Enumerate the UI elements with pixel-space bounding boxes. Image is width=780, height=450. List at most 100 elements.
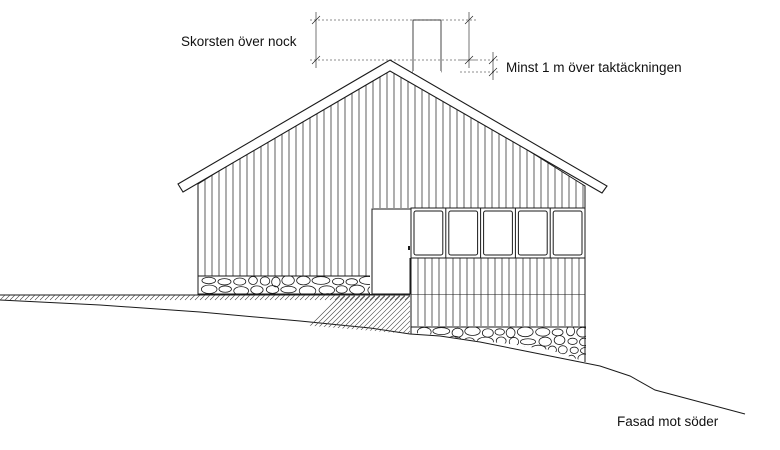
stone <box>535 327 551 337</box>
stone <box>271 276 281 288</box>
stone <box>259 276 271 286</box>
hatch-line <box>334 295 344 301</box>
hatch-line <box>389 295 399 301</box>
stone <box>450 355 468 362</box>
stone <box>220 296 233 303</box>
hatch-line <box>344 295 354 301</box>
stone <box>516 327 534 338</box>
stone <box>505 327 516 339</box>
hatch-line <box>399 295 409 301</box>
stone <box>566 327 575 337</box>
stone <box>520 338 536 346</box>
hatch-line <box>299 295 341 334</box>
hatch-line <box>214 295 224 301</box>
stone <box>591 338 603 345</box>
hatch-line <box>359 295 401 334</box>
hatch-line <box>359 295 369 301</box>
stone <box>298 285 317 294</box>
stone <box>349 284 365 294</box>
stone <box>233 286 249 294</box>
stone <box>451 327 464 338</box>
hatch-line <box>324 295 366 334</box>
hatch-line <box>389 295 410 334</box>
hatch-line <box>204 295 214 301</box>
hatch-line <box>189 295 199 301</box>
stone <box>464 327 481 336</box>
hatch-line <box>369 295 410 334</box>
stone <box>335 285 348 294</box>
hatch-line <box>194 295 204 301</box>
hatch-line <box>299 295 309 301</box>
stone <box>337 293 342 294</box>
stone <box>433 344 452 355</box>
stone <box>280 285 297 294</box>
hatch-line <box>249 295 259 301</box>
hatch-line <box>354 295 364 301</box>
hatch-line <box>304 295 314 301</box>
stone <box>427 336 444 346</box>
stone <box>311 276 331 285</box>
hatch-line <box>229 295 239 301</box>
hatch-line <box>394 295 404 301</box>
stone <box>577 353 586 362</box>
stone <box>538 336 552 347</box>
hatch-line <box>374 295 410 334</box>
hatch-line <box>379 295 410 334</box>
hatch-line <box>114 295 124 301</box>
hatch-line <box>384 295 410 334</box>
hatch-line <box>9 295 19 301</box>
stone <box>494 328 505 336</box>
hatch-line <box>79 295 89 301</box>
hatch-line <box>364 295 406 334</box>
hatch-line <box>39 295 49 301</box>
windows <box>413 208 583 258</box>
hatch-line <box>4 295 14 301</box>
hatch-line <box>124 295 134 301</box>
hatch-line <box>169 295 179 301</box>
stone <box>201 276 216 285</box>
hatch-line <box>339 295 349 301</box>
hatch-line <box>139 295 149 301</box>
hatch-line <box>109 295 119 301</box>
hatch-line <box>349 295 391 334</box>
stone <box>432 327 451 336</box>
stone <box>281 276 295 286</box>
stone <box>416 336 427 345</box>
hatch-line <box>324 295 334 301</box>
hatch-line <box>144 295 154 301</box>
hatch-line <box>64 295 74 301</box>
stone <box>416 345 432 356</box>
hatch-line <box>329 295 371 334</box>
stone <box>218 285 232 293</box>
chimney-label: Skorsten över nock <box>181 34 297 49</box>
hatch-line <box>399 295 410 334</box>
stone <box>265 285 280 294</box>
hatch-line <box>199 295 209 301</box>
hatch-line <box>269 295 279 301</box>
stone <box>233 277 247 286</box>
hatch-line <box>74 295 84 301</box>
hatch-line <box>349 295 359 301</box>
hatch-line <box>29 295 39 301</box>
stone <box>452 346 462 354</box>
stone <box>248 276 258 285</box>
terrain-hatch <box>0 295 410 334</box>
hatch-line <box>244 295 254 301</box>
hatch-line <box>179 295 189 301</box>
hatch-line <box>129 295 139 301</box>
window-pane <box>517 210 548 256</box>
stone <box>579 337 586 347</box>
hatch-line <box>59 295 69 301</box>
stone <box>200 296 218 304</box>
hatch-line <box>254 295 264 301</box>
hatch-line <box>44 295 54 301</box>
door-handle <box>408 246 410 250</box>
stone <box>318 285 335 294</box>
hatch-line <box>164 295 174 301</box>
hatch-line <box>234 295 244 301</box>
hatch-line <box>34 295 44 301</box>
hatch-line <box>339 295 381 334</box>
stone <box>481 328 494 338</box>
